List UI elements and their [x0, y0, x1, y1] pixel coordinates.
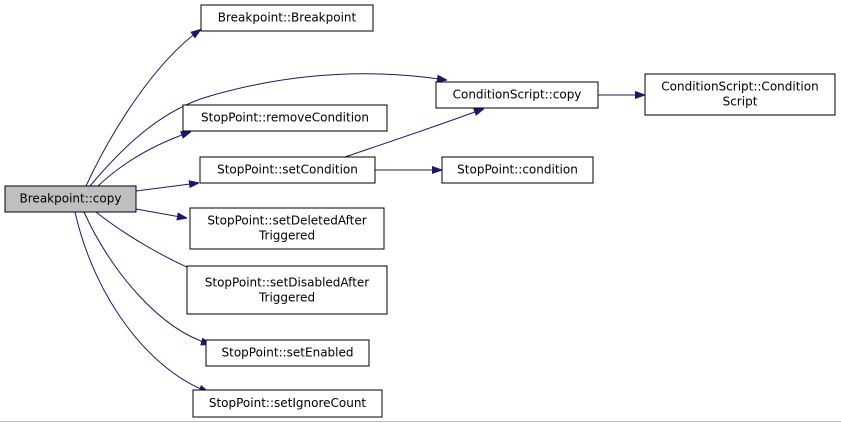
- edges: [74, 30, 644, 392]
- node-breakpoint-constructor[interactable]: Breakpoint::Breakpoint: [200, 4, 374, 32]
- node-label-line-2: Triggered: [258, 291, 315, 305]
- node-conditionscript-constructor[interactable]: ConditionScript::Condition Script: [644, 73, 836, 116]
- node-label: Breakpoint::copy: [20, 192, 122, 206]
- edge-breakpoint-copy-to-conditionscript-copy: [89, 73, 446, 187]
- edge-breakpoint-copy-to-setcondition: [135, 183, 198, 192]
- node-setcondition[interactable]: StopPoint::setCondition: [199, 156, 376, 184]
- node-label: StopPoint::setIgnoreCount: [209, 396, 367, 410]
- node-label: ConditionScript::copy: [453, 88, 582, 102]
- node-label-line-1: StopPoint::setDisabledAfter: [205, 276, 370, 290]
- node-setdeletedaftertriggered[interactable]: StopPoint::setDeletedAfter Triggered: [189, 207, 385, 250]
- edge-breakpoint-copy-to-setignorecount: [74, 211, 208, 392]
- node-label-line-1: StopPoint::setDeletedAfter: [207, 214, 366, 228]
- edge-breakpoint-copy-to-setenabled: [83, 211, 210, 344]
- node-label: StopPoint::condition: [457, 163, 578, 177]
- node-breakpoint-copy[interactable]: Breakpoint::copy: [4, 185, 137, 213]
- node-label-line-1: ConditionScript::Condition: [661, 80, 818, 94]
- edge-breakpoint-copy-to-removecondition: [97, 132, 190, 187]
- node-removecondition[interactable]: StopPoint::removeCondition: [182, 104, 388, 132]
- node-setenabled[interactable]: StopPoint::setEnabled: [205, 339, 370, 367]
- bottom-border: [0, 421, 841, 422]
- node-label-line-2: Triggered: [258, 229, 315, 243]
- node-condition[interactable]: StopPoint::condition: [441, 156, 594, 184]
- node-label: StopPoint::removeCondition: [201, 111, 369, 125]
- node-conditionscript-copy[interactable]: ConditionScript::copy: [435, 81, 599, 109]
- node-label: StopPoint::setEnabled: [222, 346, 354, 360]
- nodes: Breakpoint::copy Breakpoint::Breakpoint …: [4, 4, 836, 418]
- edge-breakpoint-copy-to-breakpoint-constructor: [85, 30, 200, 187]
- node-setdisabledaftertriggered[interactable]: StopPoint::setDisabledAfter Triggered: [186, 265, 388, 315]
- node-setignorecount[interactable]: StopPoint::setIgnoreCount: [192, 389, 383, 418]
- node-label: StopPoint::setCondition: [217, 163, 358, 177]
- node-label: Breakpoint::Breakpoint: [218, 11, 357, 25]
- node-label-line-2: Script: [723, 95, 758, 109]
- edge-breakpoint-copy-to-setdeletedaftertriggered: [135, 208, 186, 218]
- edge-setcondition-to-conditionscript-copy: [344, 109, 483, 158]
